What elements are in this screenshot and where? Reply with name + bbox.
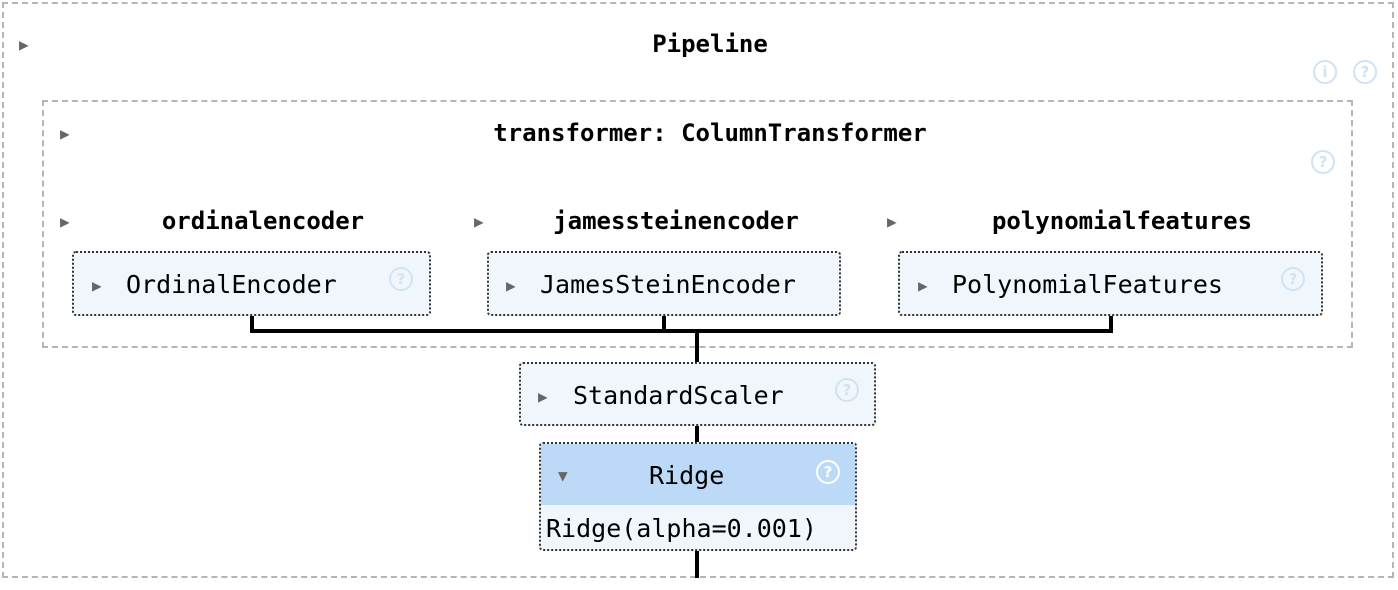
ordinalencoder-name[interactable]: ordinalencoder [161, 207, 365, 235]
connector-scaler-to-ridge [695, 426, 699, 442]
connector-james-down [662, 316, 666, 333]
ridge-header[interactable]: ▼ Ridge ? [541, 444, 855, 505]
column-transformer-help-icon[interactable]: ? [1311, 150, 1335, 174]
ordinal-encoder-box[interactable]: ▶ OrdinalEncoder ? [72, 251, 431, 316]
standard-scaler-help-icon[interactable]: ? [835, 378, 859, 402]
pipeline-expand-arrow[interactable]: ▶ [19, 35, 29, 54]
ordinalencoder-expand-arrow[interactable]: ▶ [60, 212, 70, 231]
standard-scaler-expand-arrow[interactable]: ▶ [538, 387, 548, 406]
jamessteinencoder-expand-arrow[interactable]: ▶ [474, 212, 484, 231]
jamessteinencoder-name[interactable]: jamessteinencoder [553, 207, 799, 235]
james-stein-encoder-label: JamesSteinEncoder [540, 270, 796, 299]
pipeline-help-icon[interactable]: ? [1353, 60, 1377, 84]
ridge-box[interactable]: ▼ Ridge ? Ridge(alpha=0.001) [539, 442, 857, 551]
polynomial-features-expand-arrow[interactable]: ▶ [918, 276, 928, 295]
ridge-params: Ridge(alpha=0.001) [546, 514, 817, 543]
connector-ridge-out [695, 551, 699, 578]
connector-horizontal [250, 329, 1113, 333]
connector-poly-down [1109, 316, 1113, 333]
ordinal-encoder-label: OrdinalEncoder [126, 270, 337, 299]
polynomialfeatures-name[interactable]: polynomialfeatures [991, 207, 1253, 235]
connector-to-scaler [695, 333, 699, 362]
column-transformer-title[interactable]: transformer: ColumnTransformer [493, 119, 927, 147]
james-stein-encoder-box[interactable]: ▶ JamesSteinEncoder [487, 251, 841, 316]
ridge-help-icon[interactable]: ? [816, 460, 840, 484]
pipeline-info-icon[interactable]: i [1313, 60, 1337, 84]
standard-scaler-label: StandardScaler [573, 381, 784, 410]
polynomialfeatures-expand-arrow[interactable]: ▶ [887, 212, 897, 231]
ridge-label: Ridge [649, 461, 725, 490]
polynomial-features-box[interactable]: ▶ PolynomialFeatures ? [898, 251, 1323, 316]
ridge-collapse-arrow[interactable]: ▼ [558, 466, 568, 485]
pipeline-title[interactable]: Pipeline [652, 30, 768, 58]
ordinal-encoder-help-icon[interactable]: ? [389, 267, 413, 291]
james-stein-encoder-expand-arrow[interactable]: ▶ [506, 276, 516, 295]
standard-scaler-box[interactable]: ▶ StandardScaler ? [519, 362, 876, 426]
ordinal-encoder-expand-arrow[interactable]: ▶ [92, 276, 102, 295]
polynomial-features-label: PolynomialFeatures [952, 270, 1223, 299]
connector-ordinal-down [250, 316, 254, 333]
polynomial-features-help-icon[interactable]: ? [1281, 267, 1305, 291]
column-transformer-expand-arrow[interactable]: ▶ [60, 124, 70, 143]
